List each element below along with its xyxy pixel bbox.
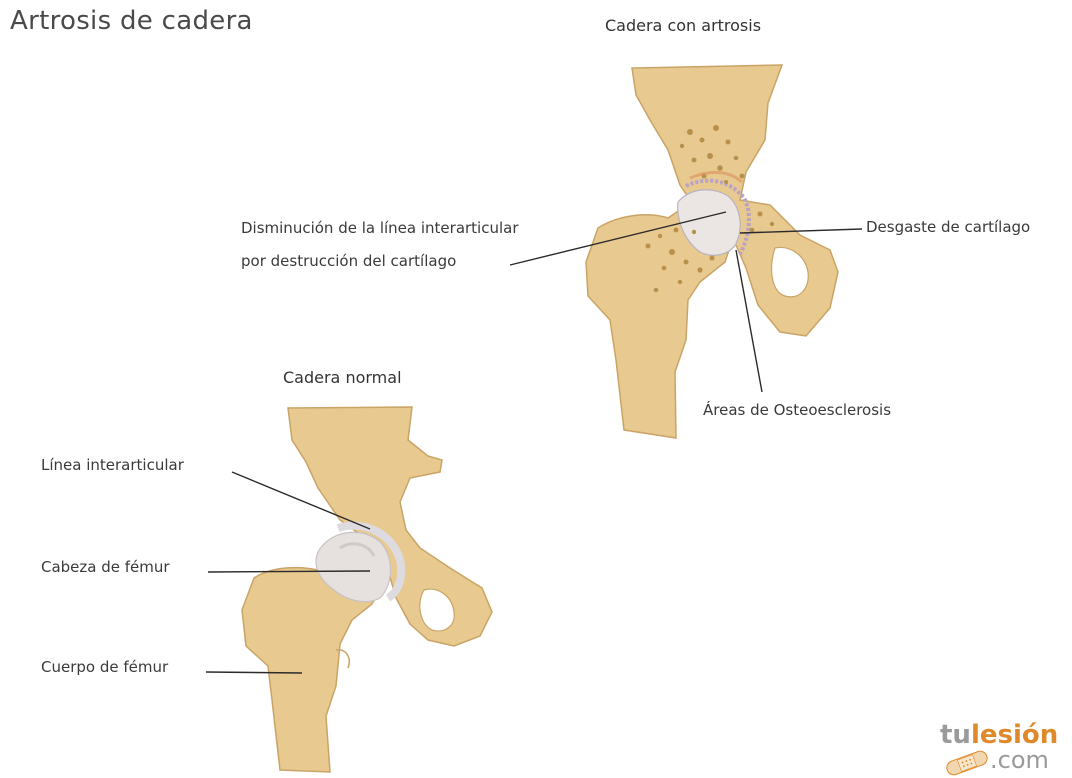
label-interarticular-reduction-line1: Disminución de la línea interarticular <box>241 218 519 238</box>
label-osteosclerosis: Áreas de Osteoesclerosis <box>703 400 891 420</box>
arthritic-hip-illustration <box>586 65 838 438</box>
logo-part-com: .com <box>990 746 1049 774</box>
logo-part-tu: tu <box>940 720 971 750</box>
tulesion-logo: tulesión .com <box>936 720 1056 776</box>
label-interarticular-line: Línea interarticular <box>41 455 184 475</box>
leader-femur-head <box>208 571 370 572</box>
bandage-icon <box>942 748 992 778</box>
leader-femur-body <box>206 672 302 673</box>
label-femur-body: Cuerpo de fémur <box>41 657 168 677</box>
label-cartilage-wear: Desgaste de cartílago <box>866 217 1030 237</box>
normal-hip-illustration <box>242 407 492 772</box>
label-femur-head: Cabeza de fémur <box>41 557 170 577</box>
label-interarticular-reduction-line2: por destrucción del cartílago <box>241 251 456 271</box>
